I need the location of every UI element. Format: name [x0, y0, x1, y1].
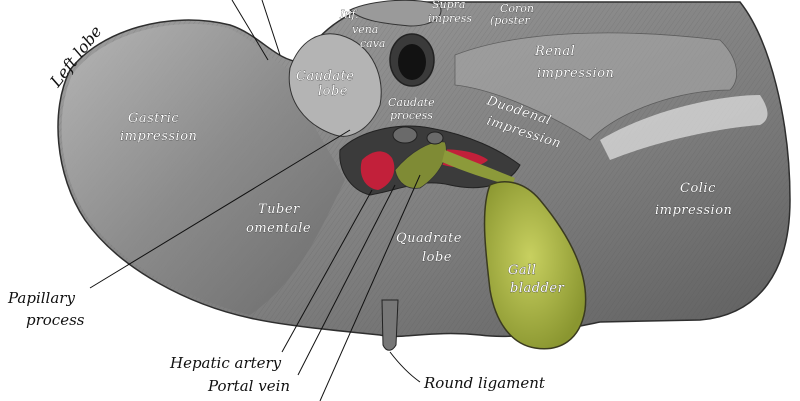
label-suprarenal-2: impress: [428, 12, 472, 25]
round-ligament-notch: [381, 299, 399, 351]
label-tuber-omentale-2: omentale: [246, 221, 311, 236]
cystic-duct: [442, 150, 515, 186]
label-caudate-process-1: Caudate: [388, 96, 435, 109]
hepatic-artery-vessel: [360, 151, 395, 190]
label-coronary-2: (poster: [490, 14, 531, 27]
label-gall-bladder-2: bladder: [510, 281, 565, 296]
label-inf-vena-cava-1: Inf.: [339, 8, 359, 21]
caudate-process-circle-2: [426, 131, 444, 145]
portal-vein-vessel: [394, 141, 447, 189]
label-gall-bladder-1: Gall: [508, 263, 536, 278]
top-leader-1: [231, 0, 269, 61]
label-suprarenal: Supra: [432, 0, 465, 11]
label-papillary-process-2: process: [26, 311, 85, 329]
papillary-leader: [89, 129, 351, 289]
caudate-lobe-region: [288, 33, 382, 137]
round-ligament-leader: [389, 351, 421, 383]
label-caudate-lobe-2: lobe: [318, 84, 348, 99]
label-quadrate-lobe-1: Quadrate: [396, 231, 462, 246]
bile-duct-leader: [319, 174, 421, 401]
vena-cava-lumen: [398, 44, 426, 80]
label-inf-vena-cava-2: vena: [352, 23, 378, 36]
label-coronary: Coron: [500, 2, 534, 15]
suprarenal-region: [349, 0, 442, 27]
label-gastric-impression-1: Gastric: [128, 111, 179, 126]
label-papillary-process-1: Papillary: [7, 289, 75, 307]
label-colic-impression-1: Colic: [680, 181, 716, 196]
top-leader-2: [261, 0, 281, 56]
label-portal-vein: Portal vein: [207, 377, 290, 395]
colic-highlight: [600, 95, 768, 160]
hepatic-artery-leader: [281, 189, 373, 353]
label-inf-vena-cava-3: cava: [360, 37, 386, 50]
label-hepatic-artery: Hepatic artery: [169, 354, 282, 372]
portal-vein-leader: [297, 184, 396, 376]
label-renal-impression-2: impression: [537, 66, 614, 81]
label-caudate-process-2: process: [390, 109, 433, 122]
left-lobe-region: [61, 24, 346, 316]
label-renal-impression-1: Renal: [534, 44, 575, 59]
label-gastric-impression-2: impression: [120, 129, 197, 144]
label-colic-impression-2: impression: [655, 203, 732, 218]
renal-impression-border: [454, 32, 737, 141]
label-round-ligament: Round ligament: [423, 374, 546, 392]
label-caudate-lobe-1: Caudate: [296, 69, 355, 84]
caudate-process-circle-1: [392, 126, 418, 144]
gall-bladder-organ: [483, 181, 587, 350]
label-quadrate-lobe-2: lobe: [422, 250, 452, 265]
label-tuber-omentale-1: Tuber: [258, 202, 300, 217]
